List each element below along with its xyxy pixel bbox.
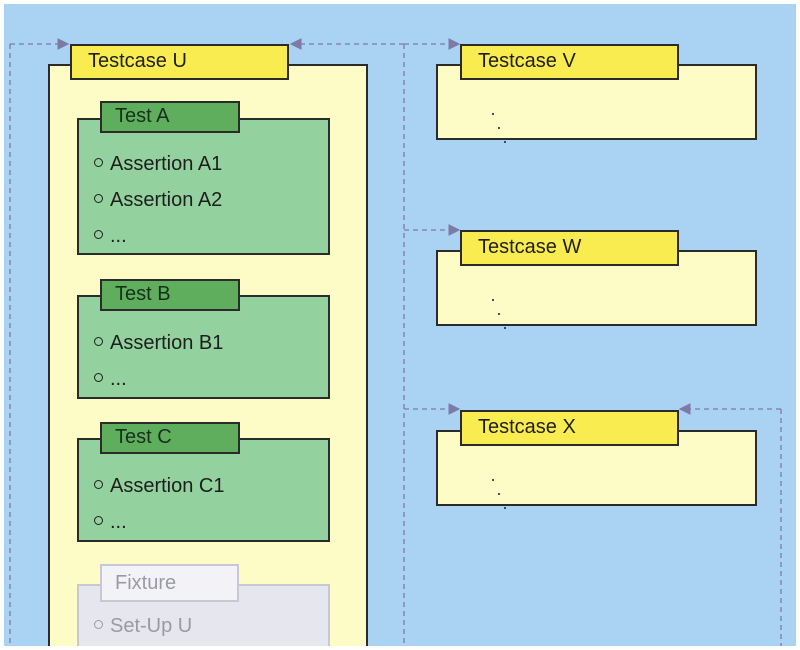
testcase-v-label: Testcase V xyxy=(478,50,576,72)
test-a-body: Assertion A1 Assertion A2 ... xyxy=(77,118,330,255)
list-item: Assertion A1 xyxy=(94,146,222,182)
bullet-icon xyxy=(94,230,103,239)
test-a-label: Test A xyxy=(115,105,170,127)
bullet-icon xyxy=(94,337,103,346)
test-b-assertions: Assertion B1 ... xyxy=(94,325,223,397)
fixture-tab: Fixture xyxy=(100,564,239,602)
connector-lines xyxy=(9,38,782,646)
testcase-w-tab: Testcase W xyxy=(460,230,679,266)
ellipsis-icon: ··· xyxy=(490,469,508,517)
test-a-assertions: Assertion A1 Assertion A2 ... xyxy=(94,146,222,254)
bullet-icon xyxy=(94,480,103,489)
test-b-label: Test B xyxy=(115,283,171,305)
list-item: Assertion C1 xyxy=(94,468,225,504)
test-c-tab: Test C xyxy=(100,422,240,454)
bullet-icon xyxy=(94,373,103,382)
bullet-icon xyxy=(94,194,103,203)
testcase-u-label: Testcase U xyxy=(88,50,187,72)
test-b-tab: Test B xyxy=(100,279,240,311)
list-item: Set-Up U xyxy=(94,608,192,644)
test-c-assertions: Assertion C1 ... xyxy=(94,468,225,540)
fixture-label: Fixture xyxy=(115,572,177,594)
ellipsis-icon: ··· xyxy=(490,103,508,151)
test-b-body: Assertion B1 ... xyxy=(77,295,330,399)
testcase-x-label: Testcase X xyxy=(478,416,576,438)
testcase-v-tab: Testcase V xyxy=(460,44,679,80)
test-c-label: Test C xyxy=(115,426,172,448)
list-item: ... xyxy=(94,361,223,397)
bullet-icon xyxy=(94,158,103,167)
fixture-items: Set-Up U xyxy=(94,608,192,644)
list-item: ... xyxy=(94,504,225,540)
test-a-tab: Test A xyxy=(100,101,240,133)
ellipsis-icon: ··· xyxy=(490,289,508,337)
list-item: Assertion A2 xyxy=(94,182,222,218)
bullet-icon xyxy=(94,516,103,525)
bullet-icon xyxy=(94,620,103,629)
testcase-x-tab: Testcase X xyxy=(460,410,679,446)
testcase-w-label: Testcase W xyxy=(478,236,582,258)
list-item: ... xyxy=(94,218,222,254)
testcase-u-tab: Testcase U xyxy=(70,44,289,80)
list-item: Assertion B1 xyxy=(94,325,223,361)
diagram-canvas: Testcase U Assertion A1 Assertion A2 ...… xyxy=(4,4,796,646)
